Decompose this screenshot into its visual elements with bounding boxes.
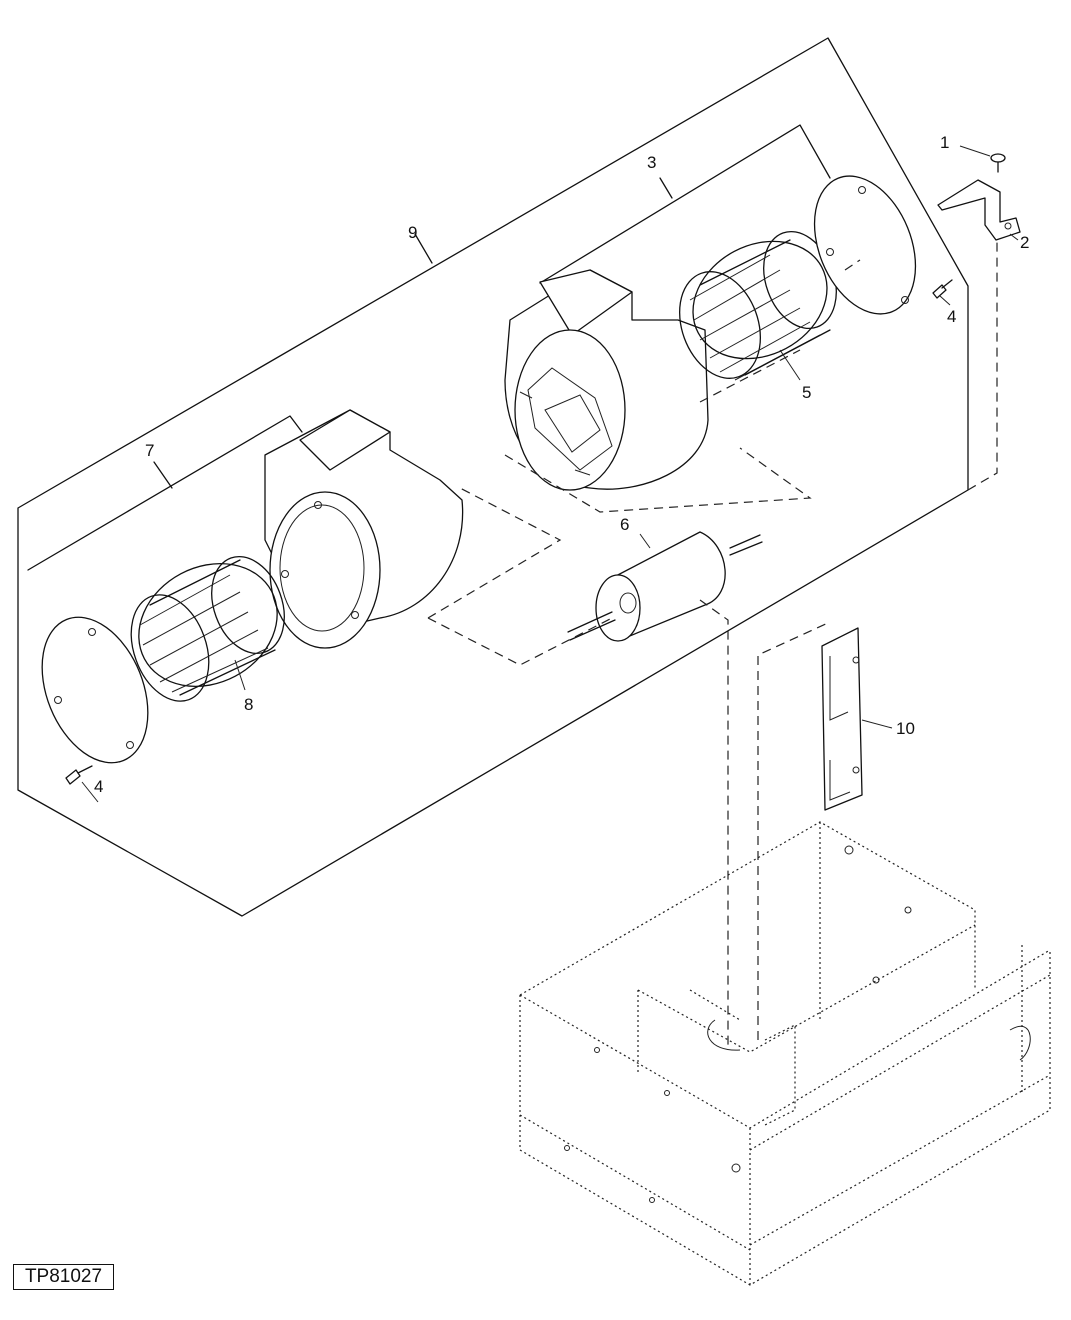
callout-4-right: 4	[947, 307, 956, 326]
right-blower-housing	[504, 269, 709, 491]
callout-9: 9	[408, 223, 417, 242]
callout-8: 8	[244, 695, 253, 714]
mounting-clip-2	[937, 179, 1021, 241]
left-blower-housing	[264, 409, 464, 649]
callout-3: 3	[647, 153, 656, 172]
lower-housing-frame	[519, 821, 1051, 1286]
alignment-lines	[427, 225, 998, 1050]
left-cover-plate	[41, 616, 149, 764]
callout-4-left: 4	[94, 777, 103, 796]
screw-4-right	[932, 279, 953, 299]
figure-id-label: TP81027	[13, 1264, 114, 1290]
callout-7: 7	[145, 441, 154, 460]
callout-2: 2	[1020, 233, 1029, 252]
callout-1: 1	[940, 133, 949, 152]
assembly-bracket-7	[27, 415, 303, 571]
callout-10: 10	[896, 719, 915, 738]
right-cover-plate	[813, 175, 917, 315]
blower-motor-6	[567, 531, 763, 642]
assembly-bracket-3	[539, 124, 831, 284]
screw-1	[959, 145, 1006, 173]
callout-leaders	[234, 233, 1019, 691]
mounting-plate-10	[821, 627, 893, 811]
blower-wheel-8	[130, 555, 285, 702]
screw-4-left	[65, 765, 99, 803]
callout-5: 5	[802, 383, 811, 402]
callout-6: 6	[620, 515, 629, 534]
